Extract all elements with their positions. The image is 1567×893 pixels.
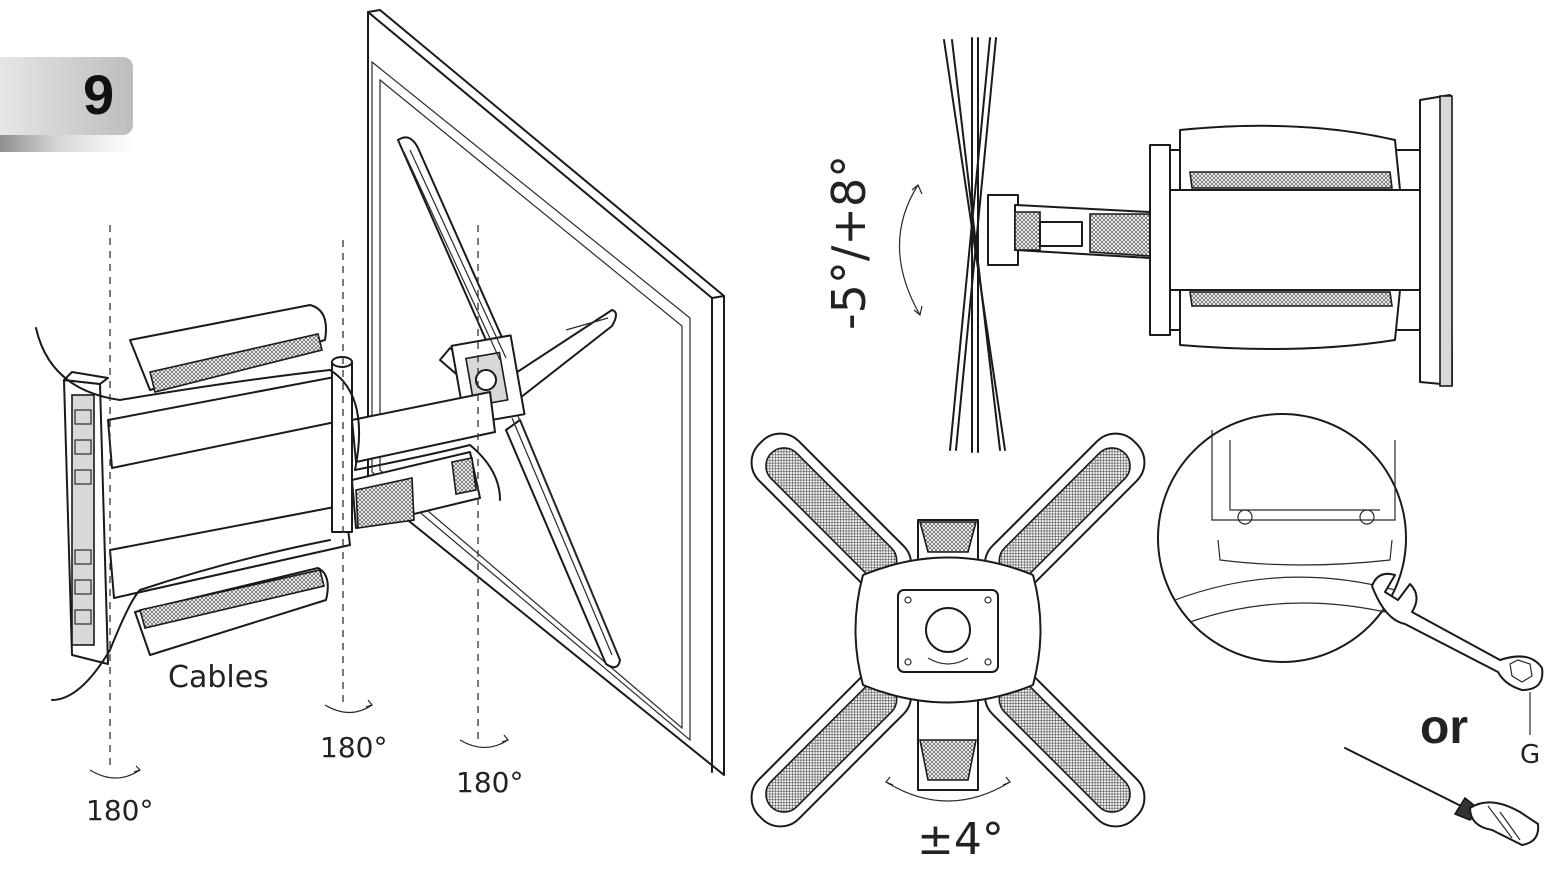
tilt-head-top-view (898, 37, 1151, 453)
rotation-middle-label: 180° (320, 731, 388, 764)
step-tab-bar (0, 135, 133, 152)
step-tab (0, 57, 133, 135)
step-number: 9 (83, 63, 115, 126)
wall-bracket-isometric (63, 371, 109, 665)
screwdriver-icon (1344, 747, 1540, 846)
or-label: or (1420, 701, 1468, 754)
swivel-range-label: ±4° (917, 814, 1004, 865)
cables (35, 327, 501, 701)
rotation-plate-label: 180° (456, 766, 524, 799)
vesa-plate-isometric (397, 136, 621, 669)
rotation-axes (89, 225, 510, 779)
tool-g-label: G (1520, 740, 1541, 770)
vesa-plate-front-view (750, 432, 1146, 828)
tilt-range-label: -5°/+8° (822, 154, 876, 330)
wrench-icon (1371, 572, 1544, 735)
cables-label: Cables (168, 660, 269, 695)
rotation-wall-label: 180° (86, 794, 154, 827)
tv-panel (367, 9, 725, 776)
articulating-arms-isometric (107, 304, 496, 656)
detail-callout (1157, 413, 1407, 663)
arms-top-view (1149, 94, 1453, 387)
